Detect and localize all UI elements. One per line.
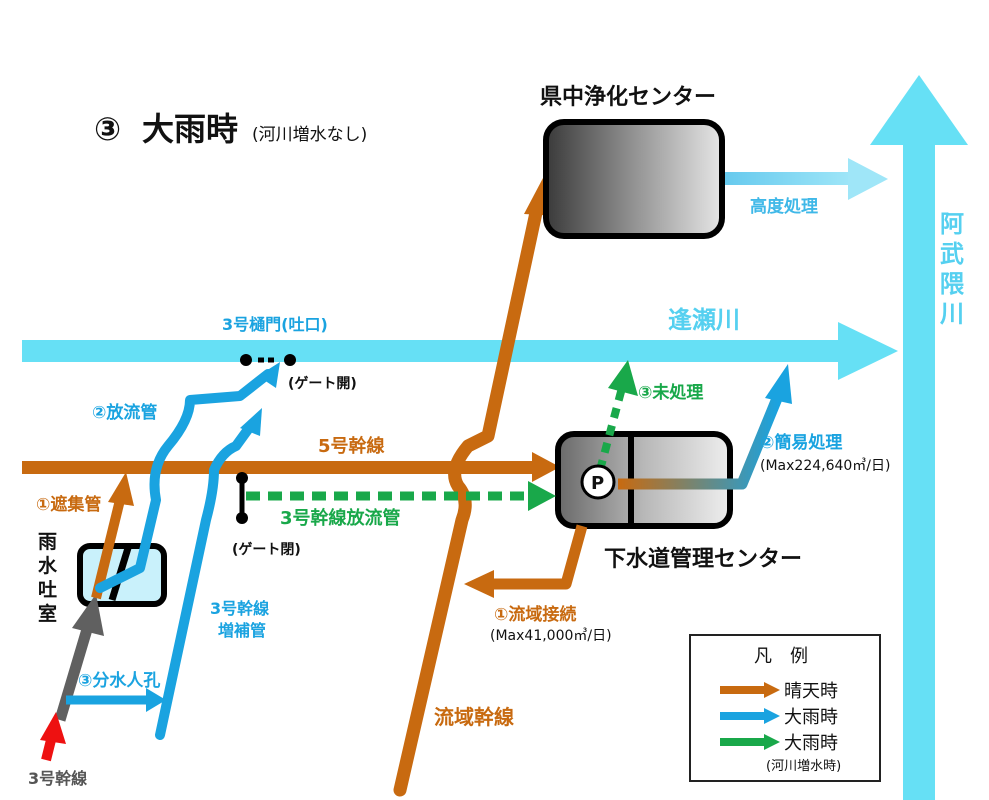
split-manhole-label: ③分水人孔	[78, 670, 160, 691]
svg-text:隈: 隈	[940, 270, 965, 298]
trunk3-aux-arrow	[155, 419, 257, 740]
legend-item-rain: 大雨時	[784, 707, 838, 728]
svg-text:3号幹線: 3号幹線	[210, 599, 269, 618]
trunk3-discharge-label: 3号幹線放流管	[280, 507, 401, 529]
pump-label: P	[591, 473, 604, 494]
legend-item-flood-sub: (河川増水時)	[766, 759, 841, 774]
trunk3-discharge-arrow	[246, 481, 556, 511]
regional-trunk-label: 流域幹線	[434, 705, 514, 729]
svg-text:川: 川	[940, 300, 964, 328]
pump-icon	[580, 464, 616, 500]
intercept-pipe-label: ①遮集管	[36, 494, 101, 515]
title-main: 大雨時	[142, 110, 238, 148]
intercept-pipe-arrow	[91, 472, 134, 600]
discharge-pipe-label: ②放流管	[92, 402, 157, 423]
svg-text:室: 室	[38, 602, 57, 625]
ouse-river	[22, 322, 898, 380]
title-sub: (河川増水なし)	[252, 125, 367, 145]
trunk3-aux-label: 3号幹線 増補管	[210, 599, 269, 640]
prefecture-center-box	[543, 119, 725, 239]
sewer-center-label: 下水道管理センター	[604, 546, 802, 572]
untreated-arrow	[596, 360, 638, 472]
discharge-pipe-arrow	[95, 369, 273, 593]
simple-treatment-label: ②簡易処理	[760, 432, 842, 453]
regional-connection-label: ①流域接続	[494, 604, 576, 625]
regional-capacity-label: (Max41,000㎥/日)	[490, 628, 612, 644]
trunk3-inflow-arrow	[54, 594, 104, 722]
diagram-title: ③ 大雨時 (河川増水なし)	[94, 110, 367, 148]
rain-chamber-label: 雨 水 吐 室	[38, 531, 58, 625]
abukuma-river	[870, 75, 968, 800]
regional-trunk-line	[393, 201, 544, 797]
svg-text:武: 武	[940, 240, 964, 268]
untreated-label: ③未処理	[638, 382, 703, 403]
abukuma-river-label: 阿 武 隈 川	[940, 210, 965, 328]
legend	[689, 634, 881, 782]
title-marker: ③	[94, 110, 121, 148]
svg-text:吐: 吐	[38, 579, 57, 601]
gate-open-label: (ゲート開)	[288, 375, 357, 392]
gate3-label: 3号樋門(吐口)	[222, 315, 328, 334]
trunk5-line	[22, 452, 560, 482]
advanced-treatment-label: 高度処理	[750, 196, 818, 217]
trunk3-aux-arrowhead	[240, 408, 262, 436]
svg-text:水: 水	[38, 555, 58, 577]
svg-text:阿: 阿	[940, 210, 964, 238]
trunk3-label: 3号幹線	[28, 769, 87, 788]
gate-open-symbol	[240, 354, 296, 366]
legend-item-dry: 晴天時	[784, 681, 838, 702]
inflow-arrow	[40, 712, 66, 762]
trunk5-label: 5号幹線	[318, 435, 385, 457]
gate-closed-label: (ゲート閉)	[232, 541, 301, 558]
regional-connection-arrow	[464, 524, 588, 598]
svg-text:雨: 雨	[38, 531, 57, 553]
discharge-pipe-arrowhead	[258, 362, 280, 388]
simple-treatment-arrow	[618, 364, 792, 490]
legend-item-flood: 大雨時	[784, 733, 838, 754]
ouse-river-label: 逢瀬川	[668, 306, 740, 334]
prefecture-center-label: 県中浄化センター	[540, 84, 716, 110]
gate-closed-symbol	[236, 472, 248, 524]
simple-capacity-label: (Max224,640㎥/日)	[760, 458, 890, 474]
svg-text:増補管: 増補管	[218, 621, 266, 640]
legend-title: 凡 例	[754, 646, 808, 667]
split-manhole-arrow	[66, 688, 166, 712]
